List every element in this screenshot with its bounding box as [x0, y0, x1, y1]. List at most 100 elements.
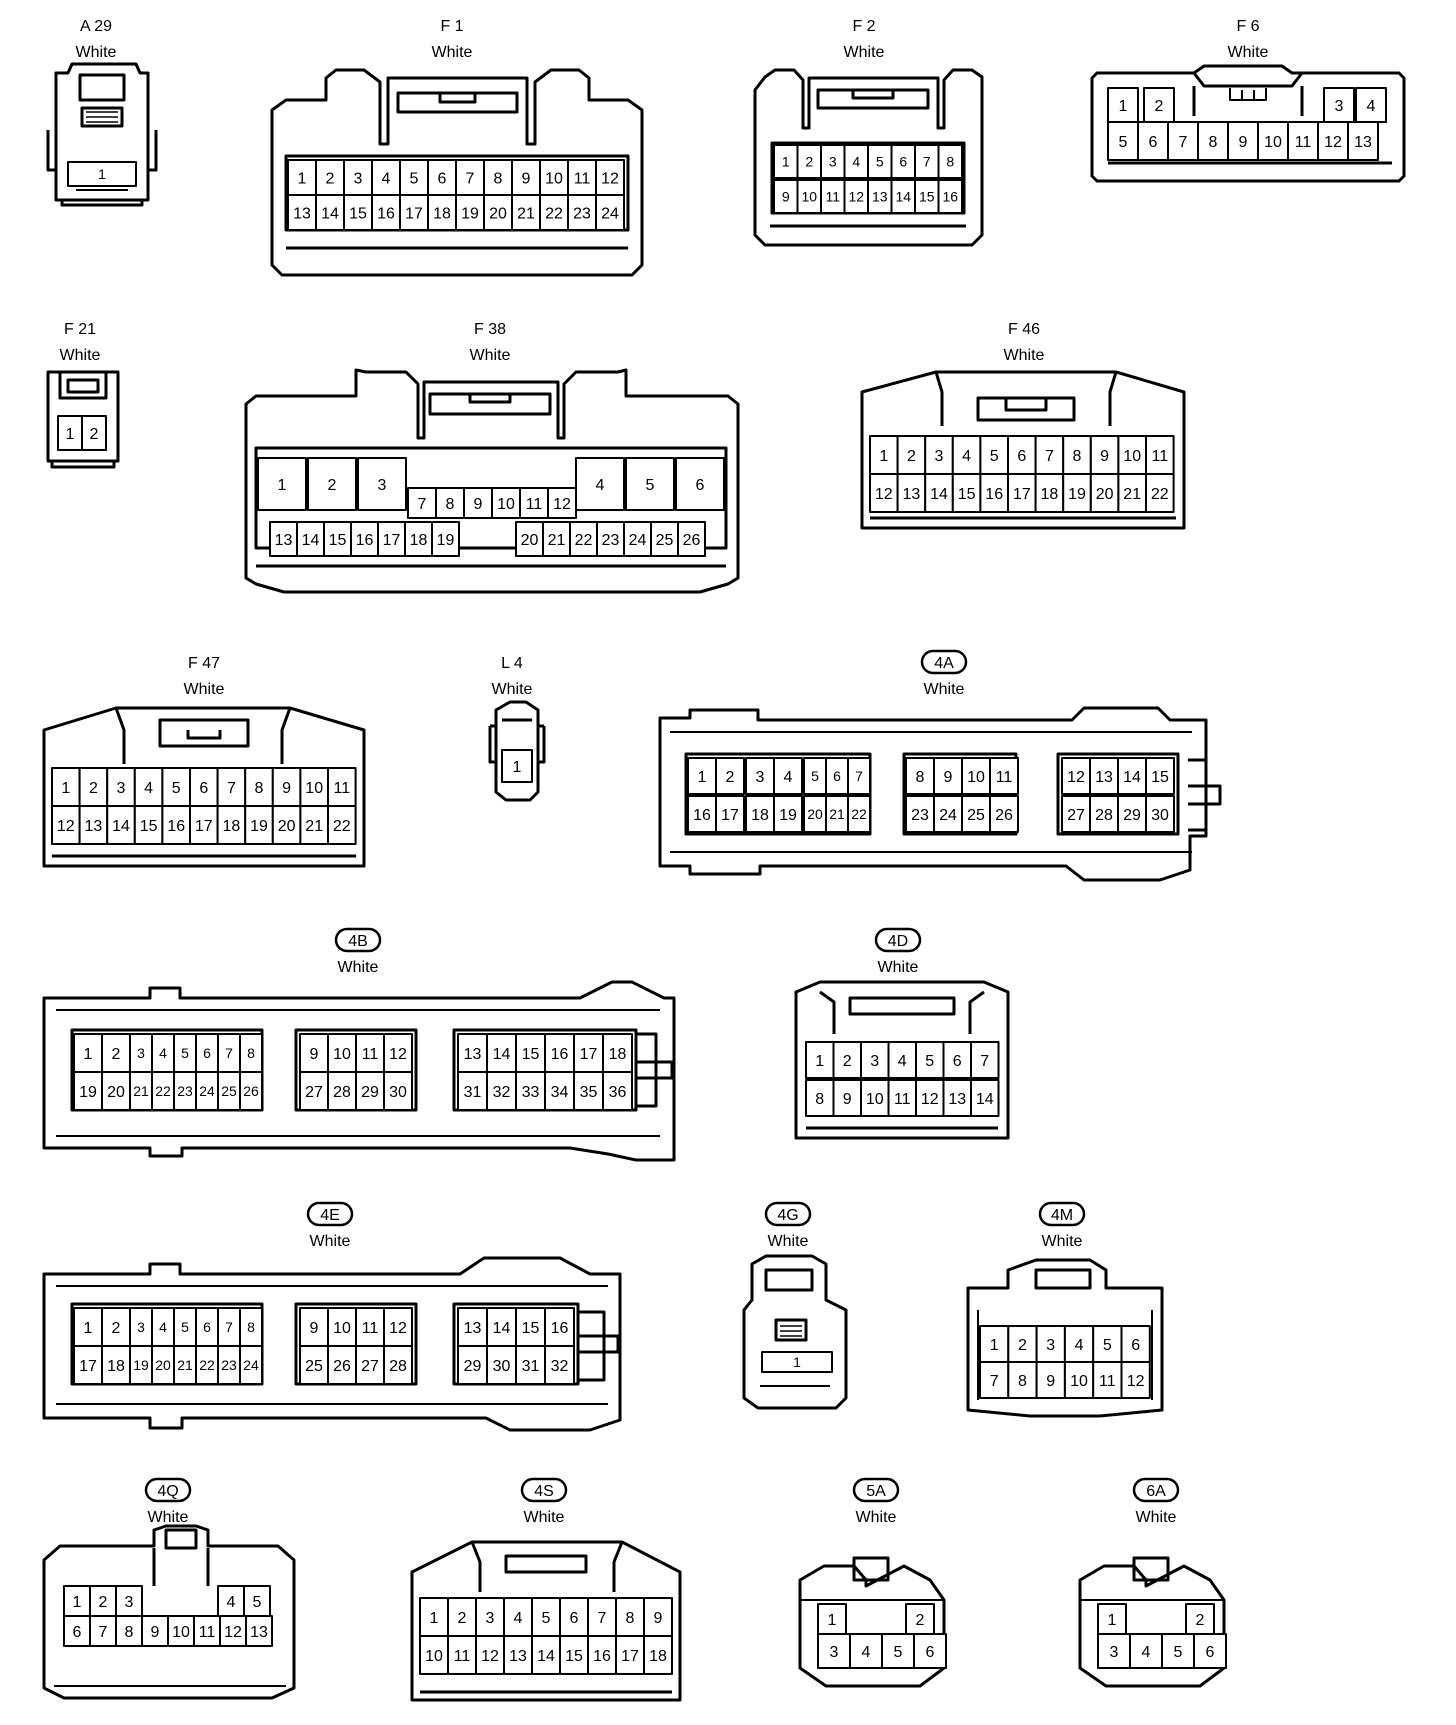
pin-number: 1 [698, 769, 707, 786]
pin-cell [539, 159, 569, 196]
pin-number: 28 [1095, 807, 1113, 824]
pin-4s-10: 10 [419, 1635, 449, 1675]
pin-number: 5 [542, 1610, 551, 1627]
connector-f1-body [270, 68, 644, 277]
pin-4b-35: 35 [573, 1071, 604, 1111]
pin-f2-7: 7 [914, 144, 940, 179]
pin-cell [67, 161, 137, 187]
pin-number: 19 [779, 807, 797, 824]
pin-number: 1 [84, 1046, 93, 1063]
pin-f2-12: 12 [843, 179, 869, 214]
pin-cell [745, 757, 775, 795]
connector-id-pill [1132, 1477, 1180, 1503]
pin-number: 30 [389, 1084, 407, 1101]
pin-4s-4: 4 [503, 1597, 533, 1637]
connector-id-pill [874, 927, 922, 953]
pin-4d-13: 13 [942, 1079, 972, 1117]
pin-number: 18 [107, 1358, 125, 1375]
pin-number: 26 [243, 1083, 259, 1099]
pin-f46-22: 22 [1145, 473, 1175, 513]
pin-4e-30: 30 [486, 1345, 517, 1385]
pin-f1-8: 8 [483, 159, 513, 196]
pin-number: 6 [1149, 134, 1158, 151]
pin-cell [1117, 795, 1147, 833]
pin-4m-11: 11 [1092, 1361, 1123, 1399]
pin-number: 13 [903, 486, 921, 503]
pin-4b-32: 32 [486, 1071, 517, 1111]
pin-4e-32: 32 [544, 1345, 575, 1385]
connector-color-label: White [310, 1233, 351, 1250]
pin-cell [847, 757, 871, 795]
pin-f46-3: 3 [924, 435, 954, 475]
pin-4a-12: 12 [1061, 757, 1091, 795]
pin-f46-8: 8 [1062, 435, 1092, 475]
pin-cell [243, 1585, 271, 1617]
connector-f2-body [753, 68, 984, 247]
pin-4e-15: 15 [515, 1307, 546, 1347]
pin-cell [817, 1603, 847, 1635]
pin-number: 13 [1354, 134, 1372, 151]
pin-cell [486, 1345, 517, 1385]
pin-number: 17 [621, 1648, 639, 1665]
pin-number: 13 [293, 205, 311, 222]
pin-cell [383, 1345, 413, 1385]
pin-number: 27 [305, 1084, 323, 1101]
pin-cell [1185, 1603, 1215, 1635]
pin-4q-6: 6 [63, 1615, 91, 1647]
pin-number: 25 [221, 1083, 237, 1099]
pin-4a-28: 28 [1089, 795, 1119, 833]
pin-4d-11: 11 [887, 1079, 917, 1117]
connector-color-label: White [1004, 347, 1045, 364]
pin-number: 14 [112, 818, 130, 835]
pin-number: 31 [522, 1358, 540, 1375]
pin-number: 1 [815, 1053, 824, 1070]
pin-4b-31: 31 [457, 1071, 488, 1111]
connector-a29-body [46, 62, 158, 207]
pin-cell [1355, 87, 1387, 123]
pin-number: 9 [1046, 1373, 1055, 1390]
pin-cell [1120, 1325, 1151, 1363]
pin-number: 14 [930, 486, 948, 503]
pin-number: 1 [298, 170, 307, 187]
pin-number: 6 [1017, 448, 1026, 465]
pin-number: 19 [1068, 486, 1086, 503]
pin-4s-17: 17 [615, 1635, 645, 1675]
pin-number: 16 [551, 1046, 569, 1063]
pin-number: 10 [545, 170, 563, 187]
connector-id-label: F 2 [852, 18, 875, 35]
pin-4a-13: 13 [1089, 757, 1119, 795]
pin-number: 10 [801, 189, 817, 205]
pin-cell [1317, 121, 1349, 161]
pin-number: 26 [333, 1358, 351, 1375]
pin-cell [687, 757, 717, 795]
pin-4s-1: 1 [419, 1597, 449, 1637]
pin-cell [1323, 87, 1355, 123]
pin-4d-4: 4 [887, 1041, 917, 1079]
pin-4b-2: 2 [101, 1033, 131, 1073]
pin-cell [887, 1041, 917, 1079]
pin-number: 10 [333, 1046, 351, 1063]
pin-f38-13: 13 [269, 521, 298, 557]
pin-number: 21 [133, 1083, 149, 1099]
pin-number: 25 [656, 532, 674, 549]
pin-4q-11: 11 [193, 1615, 221, 1647]
pin-number: 30 [493, 1358, 511, 1375]
pin-number: 19 [250, 818, 268, 835]
pin-cell [1007, 435, 1037, 475]
pin-4e-16: 16 [544, 1307, 575, 1347]
pin-number: 8 [1018, 1373, 1027, 1390]
pin-number: 2 [112, 1046, 121, 1063]
connector-f38-body [244, 368, 740, 594]
pin-number: 9 [310, 1320, 319, 1337]
pin-f47-10: 10 [299, 767, 329, 807]
pin-cell [905, 1603, 935, 1635]
pin-4b-36: 36 [602, 1071, 633, 1111]
pin-f38-24: 24 [623, 521, 652, 557]
pin-cell [847, 795, 871, 833]
pin-number: 1 [879, 448, 888, 465]
connector-4q-body [42, 1524, 296, 1700]
pin-number: 15 [349, 205, 367, 222]
